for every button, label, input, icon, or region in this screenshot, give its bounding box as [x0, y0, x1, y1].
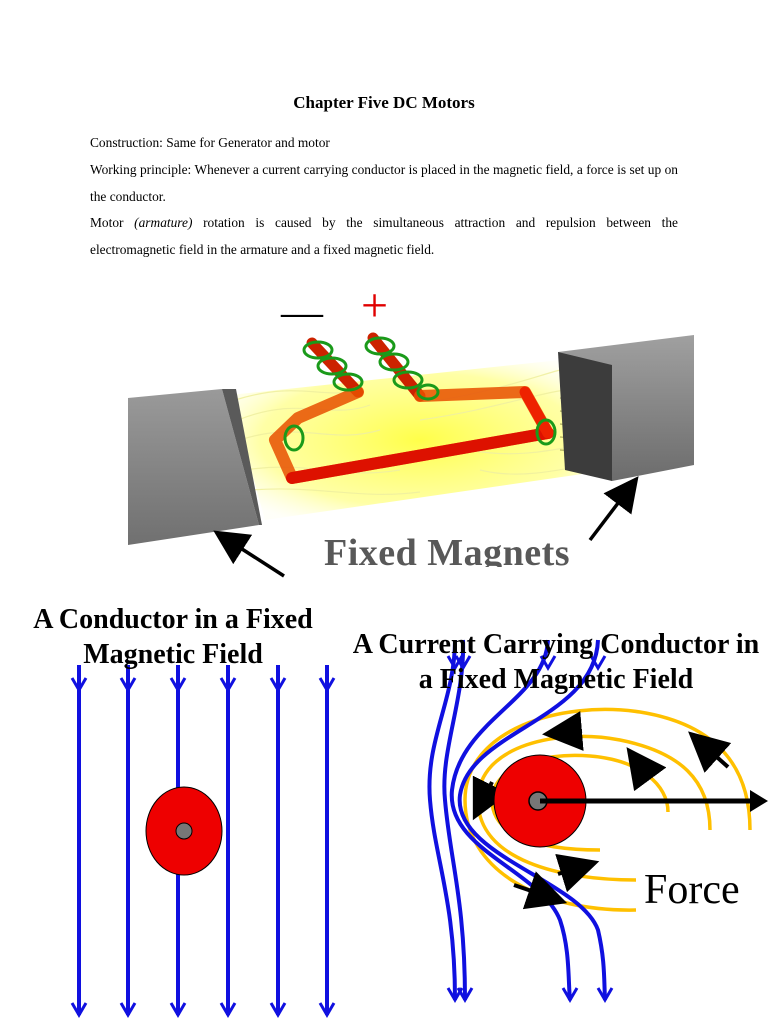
right-magnet [558, 335, 694, 481]
motor-rotation-paragraph: Motor (armature) rotation is caused by t… [90, 210, 678, 263]
motor-prefix: Motor [90, 215, 135, 230]
construction-paragraph: Construction: Same for Generator and mot… [90, 135, 330, 150]
working-principle-paragraph: Working principle: Whenever a current ca… [90, 162, 678, 204]
uniform-field-arrowheads [70, 677, 336, 1018]
force-label: Force [644, 867, 740, 913]
conductor-no-current [145, 786, 223, 876]
armature-coil [269, 332, 554, 484]
page-title: Chapter Five DC Motors [293, 93, 475, 112]
minus-terminal-symbol: — [281, 290, 323, 336]
uniform-field-title: A Conductor in a Fixed Magnetic Field [33, 604, 313, 670]
motor-suffix: rotation is caused by the simultaneous a… [90, 215, 678, 257]
force-arrow [540, 790, 768, 812]
current-swirl-arrows [283, 336, 557, 452]
plus-terminal-symbol: + [361, 279, 389, 332]
motor-diagram [128, 332, 694, 578]
flux-direction-arrows [472, 711, 732, 910]
distorted-field-arrowheads [446, 655, 614, 1003]
uniform-field-lines [77, 665, 329, 1015]
armature-italic: (armature) [134, 215, 193, 230]
left-magnet [128, 389, 262, 545]
magnet-pointer-arrows [213, 476, 639, 578]
current-field-title: A Current Carrying Conductor in a Fixed … [352, 629, 760, 695]
fixed-magnets-label: Fixed Magnets [324, 532, 571, 567]
